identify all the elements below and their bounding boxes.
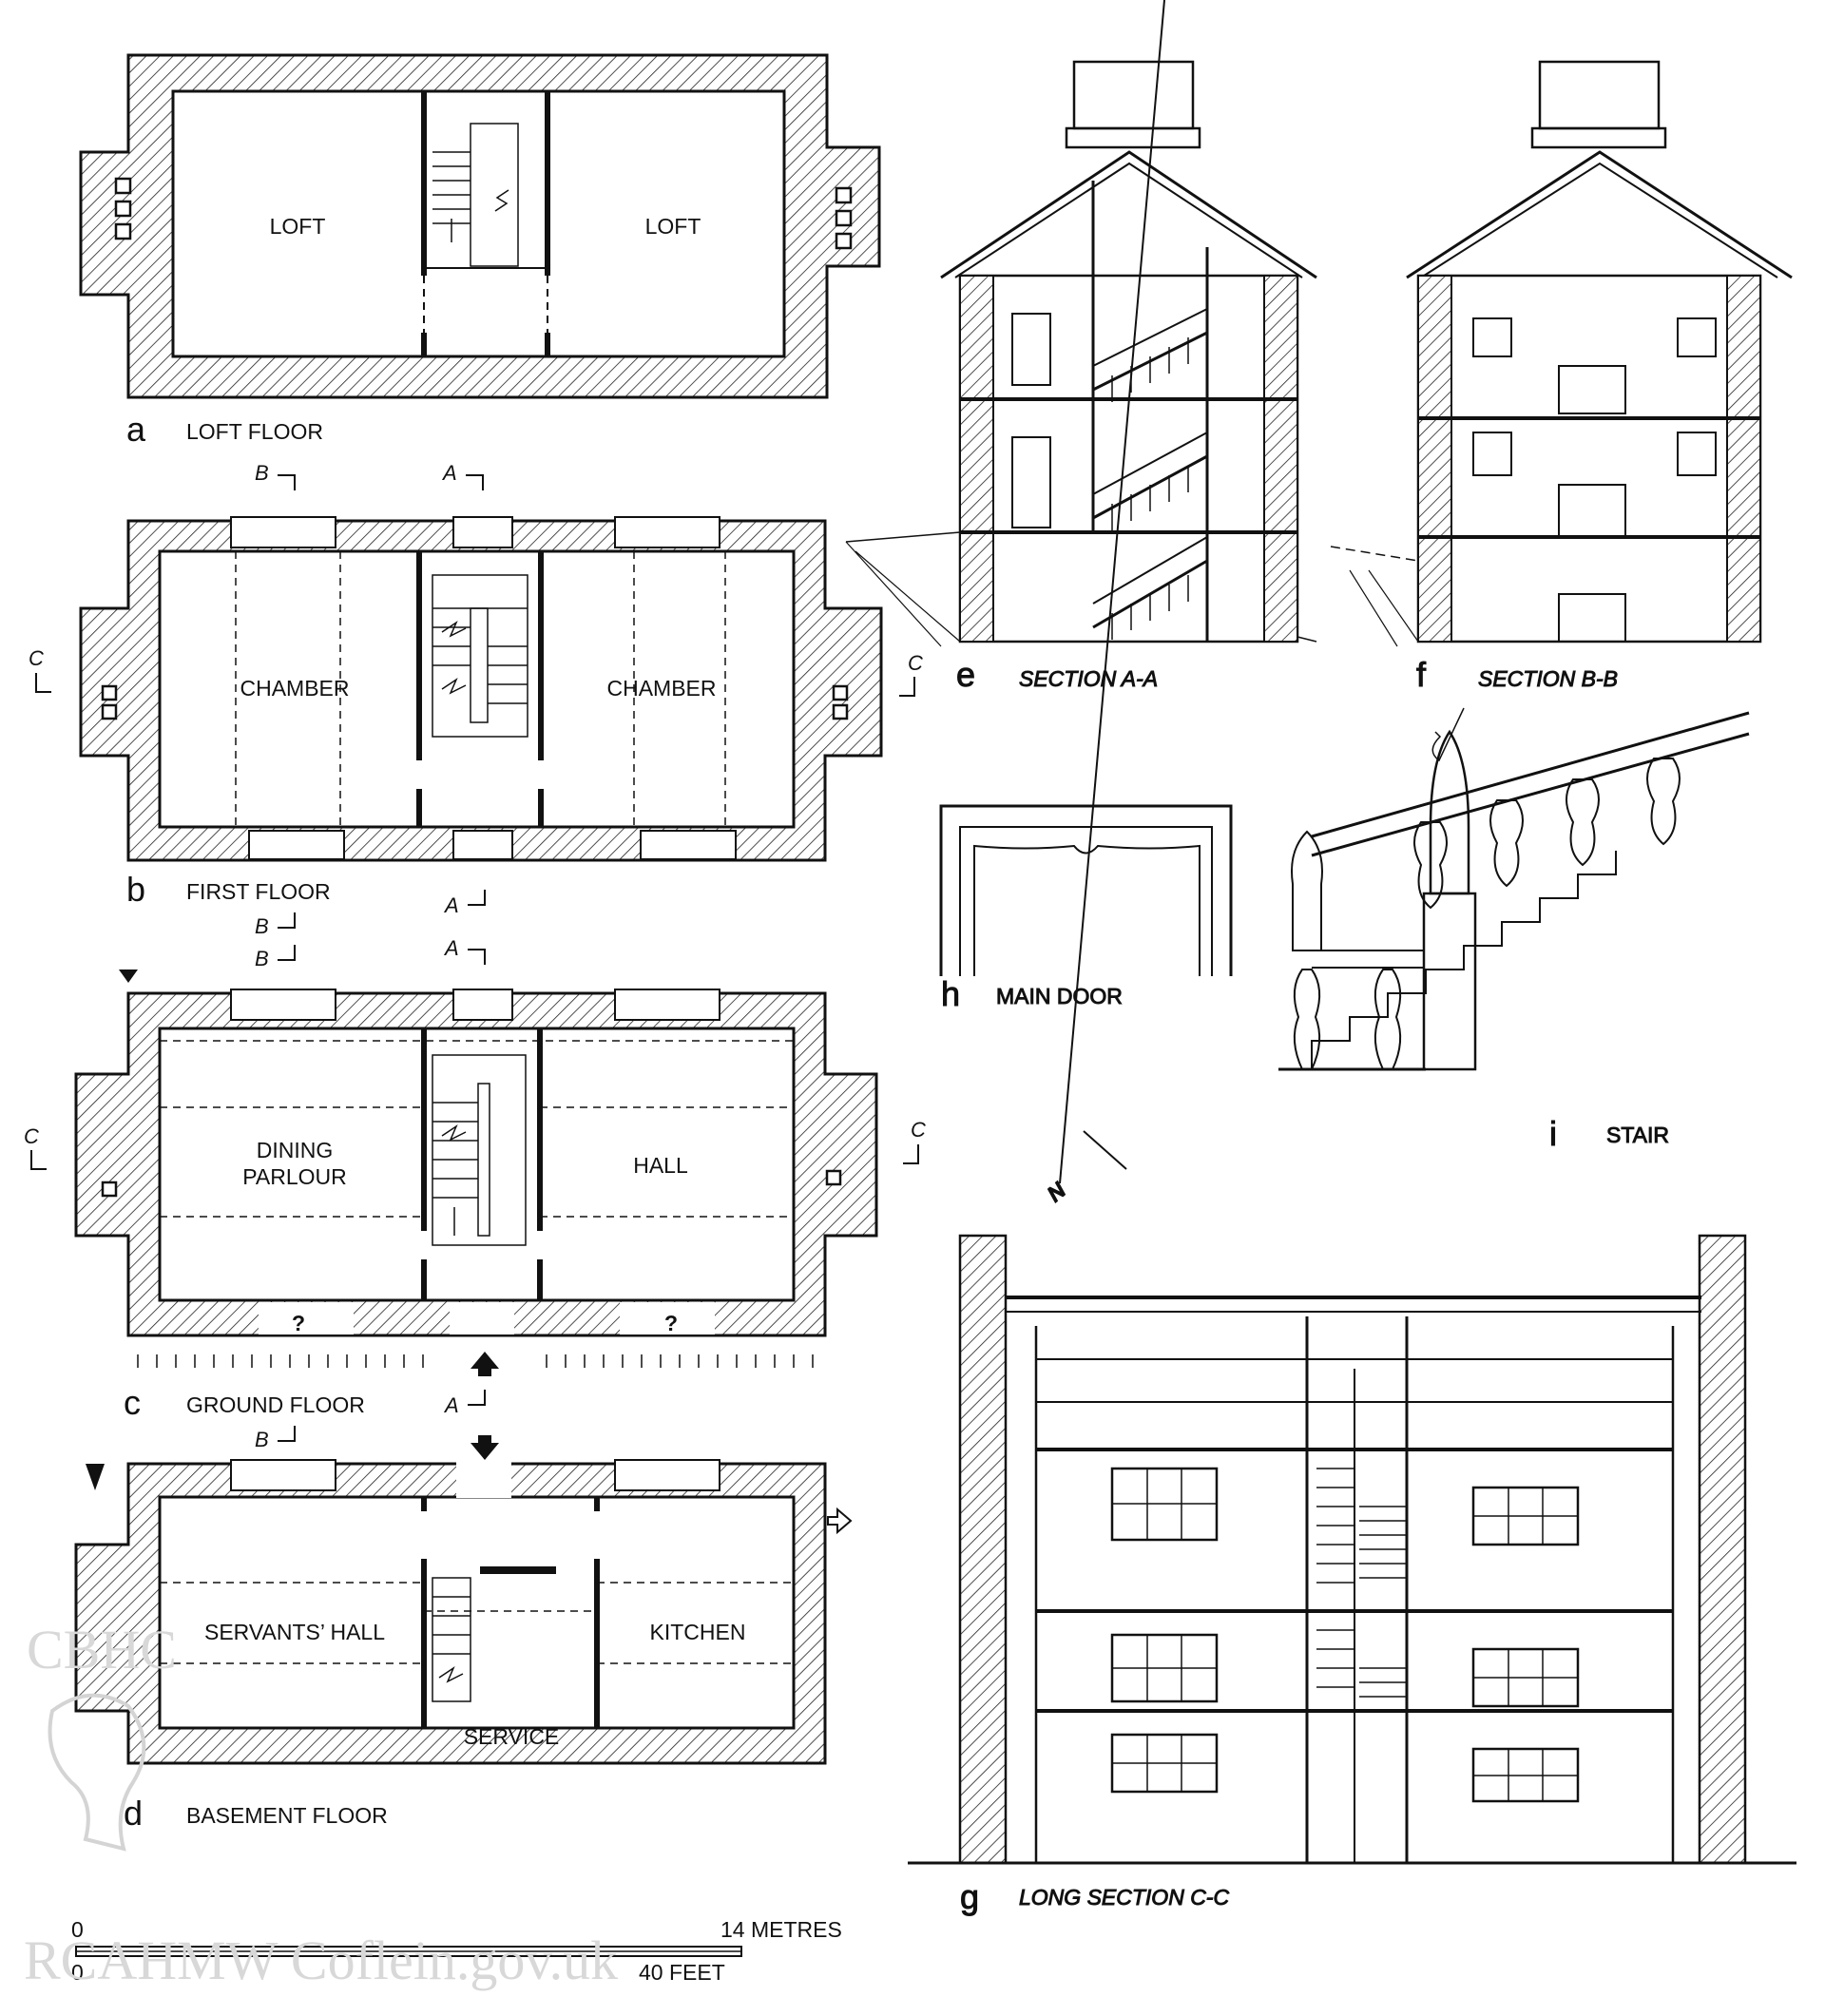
room-label-chamber-2: CHAMBER: [606, 676, 716, 701]
room-label-dining: DINING: [257, 1138, 334, 1162]
side-entrance-arrow-icon: [827, 1507, 853, 1535]
section-mark-a-top-g: A: [443, 936, 459, 960]
section-mark-b-1: B: [255, 914, 269, 938]
section-b-b: f SECTION B-B: [1330, 60, 1793, 695]
unknown-opening-2: ?: [664, 1311, 678, 1335]
railing-marks: [137, 1354, 814, 1368]
detail-stair: i STAIR: [1278, 707, 1750, 1154]
first-floor-stair: [432, 574, 528, 738]
long-section-c-c: g LONG SECTION C-C: [908, 1234, 1796, 1917]
room-label-parlour: PARLOUR: [242, 1164, 347, 1189]
section-a-a: e SECTION A-A: [845, 60, 1317, 695]
section-letter-f: f: [1416, 655, 1427, 694]
scale-feet-label: 40 FEET: [639, 1960, 725, 1985]
plan-caption-loft: LOFT FLOOR: [186, 419, 323, 444]
plan-letter-d: d: [124, 1794, 143, 1833]
section-caption-c-c: LONG SECTION C-C: [1019, 1885, 1229, 1910]
section-letter-g: g: [960, 1877, 979, 1916]
basement-stair: [432, 1577, 471, 1702]
watermark-logo-text: CBHC: [27, 1619, 177, 1680]
section-mark-a-top: A: [441, 461, 457, 485]
room-label-servants-hall: SERVANTS’ HALL: [204, 1620, 385, 1644]
detail-main-door: h MAIN DOOR: [939, 804, 1233, 1014]
loft-stair: [432, 123, 519, 267]
detail-caption-stair: STAIR: [1606, 1123, 1669, 1147]
room-label-service: SERVICE: [464, 1724, 560, 1749]
section-caption-b-b: SECTION B-B: [1478, 666, 1618, 691]
ground-floor-stair: [432, 1054, 527, 1246]
room-label-chamber-1: CHAMBER: [240, 676, 349, 701]
section-mark-b-2: B: [255, 947, 269, 970]
room-label-kitchen: KITCHEN: [650, 1620, 746, 1644]
watermark-credit: RCAHMW Coflein.gov.uk: [24, 1930, 618, 1991]
section-mark-b-d: B: [255, 1428, 269, 1451]
service-entrance-arrow-icon: [471, 1435, 499, 1460]
section-mark-c-left-g: C: [24, 1124, 39, 1148]
north-side-marker-icon-d: [86, 1464, 105, 1490]
section-caption-a-a: SECTION A-A: [1019, 666, 1158, 691]
unknown-opening-1: ?: [292, 1311, 305, 1335]
room-label-loft-2: LOFT: [645, 214, 701, 239]
watermark: CBHC RCAHMW Coflein.gov.uk: [24, 1619, 618, 1991]
plan-letter-b: b: [126, 870, 145, 909]
section-mark-a-bottom-g: A: [443, 1393, 459, 1417]
section-mark-b: B: [255, 461, 269, 485]
section-letter-e: e: [956, 655, 975, 694]
plan-first-floor: CHAMBER CHAMBER B A A C C b FIRST FLOOR: [29, 461, 923, 917]
section-mark-c-left: C: [29, 646, 44, 670]
scale-bar: 0 14 METRES 0 40 FEET: [71, 1917, 842, 1985]
scale-metres-zero: 0: [71, 1917, 84, 1942]
section-mark-c-right: C: [908, 651, 923, 675]
north-arrow-label: N: [1043, 1178, 1069, 1205]
room-label-loft-1: LOFT: [270, 214, 326, 239]
room-label-hall: HALL: [633, 1153, 688, 1178]
scale-feet-zero: 0: [71, 1960, 84, 1985]
detail-letter-i: i: [1549, 1114, 1557, 1153]
plan-ground-floor: DINING PARLOUR HALL ? ? B B A A C C c GR…: [24, 912, 926, 1422]
section-mark-c-right-g: C: [911, 1118, 926, 1142]
detail-letter-h: h: [941, 974, 960, 1013]
plan-loft-floor: LOFT LOFT a LOFT FLOOR: [79, 53, 881, 449]
entrance-arrow-icon: [471, 1352, 499, 1376]
plan-caption-basement: BASEMENT FLOOR: [186, 1803, 388, 1828]
plan-basement-floor: SERVANTS’ HALL KITCHEN SERVICE B d BASEM…: [74, 1426, 853, 1833]
plan-caption-ground: GROUND FLOOR: [186, 1392, 365, 1417]
dragon-logo-icon: [48, 1693, 146, 1852]
section-mark-a-bottom: A: [443, 893, 459, 917]
plan-letter-a: a: [126, 410, 146, 449]
plan-caption-first: FIRST FLOOR: [186, 879, 331, 904]
plan-letter-c: c: [124, 1383, 141, 1422]
detail-caption-main-door: MAIN DOOR: [996, 984, 1123, 1008]
north-side-marker-icon: [119, 970, 138, 983]
scale-metres-label: 14 METRES: [720, 1917, 842, 1942]
